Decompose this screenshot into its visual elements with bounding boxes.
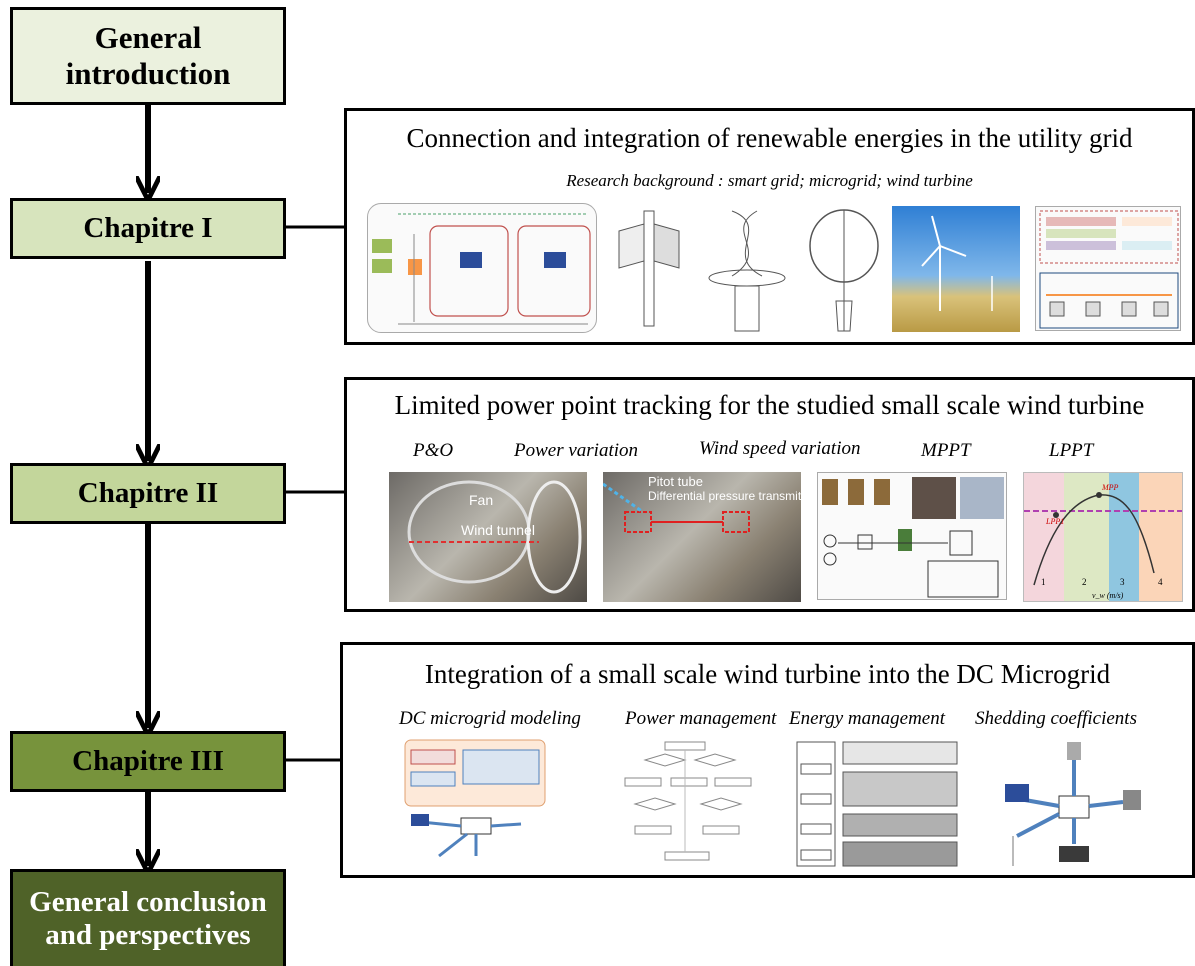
panel-chapter-3: Integration of a small scale wind turbin… bbox=[340, 642, 1195, 878]
mppt-schematic-icon bbox=[822, 477, 1004, 598]
node-chapitre-2: Chapitre II bbox=[10, 463, 286, 524]
power-management-flowchart-thumbnail bbox=[615, 738, 763, 868]
smart-grid-diagram-icon bbox=[372, 213, 591, 325]
node-chapitre-1-label: Chapitre I bbox=[83, 211, 213, 244]
lppt-zone-3: 3 bbox=[1120, 577, 1125, 587]
label-wind-speed-variation: Wind speed variation bbox=[699, 438, 861, 459]
wind-turbine-icon bbox=[921, 215, 993, 311]
photo-label-wind-tunnel: Wind tunnel bbox=[461, 522, 535, 538]
lppt-zone-1: 1 bbox=[1041, 577, 1046, 587]
vertical-turbine-thumbnail-3 bbox=[802, 206, 887, 336]
flowchart-icon bbox=[624, 741, 752, 861]
supervision-system-icon bbox=[1039, 210, 1179, 329]
dc-microgrid-model-icon bbox=[404, 739, 546, 858]
node-general-introduction: General introduction bbox=[10, 7, 286, 105]
lppt-label-lpp1: LPP1 bbox=[1046, 517, 1065, 526]
wind-tunnel-icon bbox=[407, 480, 582, 594]
node-general-conclusion-label: General conclusion and perspectives bbox=[29, 885, 267, 951]
lppt-chart-thumbnail: LPP1 MPP 1 2 3 4 v_w (m/s) bbox=[1023, 472, 1183, 602]
lppt-zone-2: 2 bbox=[1082, 577, 1087, 587]
label-mppt: MPPT bbox=[921, 440, 971, 461]
lppt-zone-4: 4 bbox=[1158, 577, 1163, 587]
lppt-axis-x: v_w (m/s) bbox=[1092, 591, 1124, 600]
panel-3-title: Integration of a small scale wind turbin… bbox=[424, 659, 1111, 689]
node-chapitre-3-label: Chapitre III bbox=[72, 744, 224, 777]
panel-2-title: Limited power point tracking for the stu… bbox=[394, 390, 1145, 420]
pressure-transmitter-icon bbox=[603, 482, 750, 533]
node-chapitre-2-label: Chapitre II bbox=[77, 476, 219, 509]
label-power-variation: Power variation bbox=[514, 440, 639, 461]
energy-management-layers-thumbnail bbox=[795, 740, 961, 870]
label-dc-microgrid-modeling: DC microgrid modeling bbox=[399, 708, 581, 729]
photo-label-pressure: Differential pressure transmitters bbox=[648, 489, 801, 503]
darrieus-turbine-icon bbox=[809, 209, 879, 332]
node-general-introduction-label: General introduction bbox=[65, 20, 231, 91]
node-general-conclusion: General conclusion and perspectives bbox=[10, 869, 286, 966]
shedding-coefficients-thumbnail bbox=[995, 740, 1145, 870]
mppt-schematic-thumbnail bbox=[817, 472, 1007, 600]
dc-microgrid-model-thumbnail bbox=[401, 738, 549, 868]
shedding-network-icon bbox=[1005, 742, 1141, 866]
smart-grid-diagram-thumbnail bbox=[367, 203, 597, 333]
lppt-curve-chart bbox=[1024, 473, 1182, 601]
panel-1-title: Connection and integration of renewable … bbox=[406, 123, 1133, 153]
photo-label-pitot-tube: Pitot tube bbox=[648, 474, 703, 489]
node-chapitre-1: Chapitre I bbox=[10, 198, 286, 259]
savonius-turbine-icon bbox=[618, 210, 680, 327]
label-power-management: Power management bbox=[625, 708, 777, 729]
supervision-system-thumbnail bbox=[1035, 206, 1181, 331]
panel-1-subtitle: Research background : smart grid; microg… bbox=[566, 171, 973, 190]
helical-turbine-icon bbox=[708, 210, 786, 332]
label-lppt: LPPT bbox=[1049, 440, 1094, 461]
lppt-label-mpp: MPP bbox=[1102, 483, 1119, 492]
label-shedding-coefficients: Shedding coefficients bbox=[975, 708, 1137, 729]
label-p-and-o: P&O bbox=[413, 440, 454, 461]
wind-tunnel-photo: Fan Wind tunnel bbox=[389, 472, 587, 602]
vertical-turbine-thumbnail-1 bbox=[609, 206, 689, 331]
label-energy-management: Energy management bbox=[789, 708, 945, 729]
energy-layers-icon bbox=[796, 741, 958, 867]
wind-farm-photo bbox=[892, 206, 1020, 332]
vertical-turbine-thumbnail-2 bbox=[702, 206, 792, 336]
pitot-tube-photo: Pitot tube Differential pressure transmi… bbox=[603, 472, 801, 602]
photo-label-fan: Fan bbox=[469, 492, 494, 508]
panel-chapter-2: Limited power point tracking for the stu… bbox=[344, 377, 1195, 612]
node-chapitre-3: Chapitre III bbox=[10, 731, 286, 792]
panel-chapter-1: Connection and integration of renewable … bbox=[344, 108, 1195, 345]
